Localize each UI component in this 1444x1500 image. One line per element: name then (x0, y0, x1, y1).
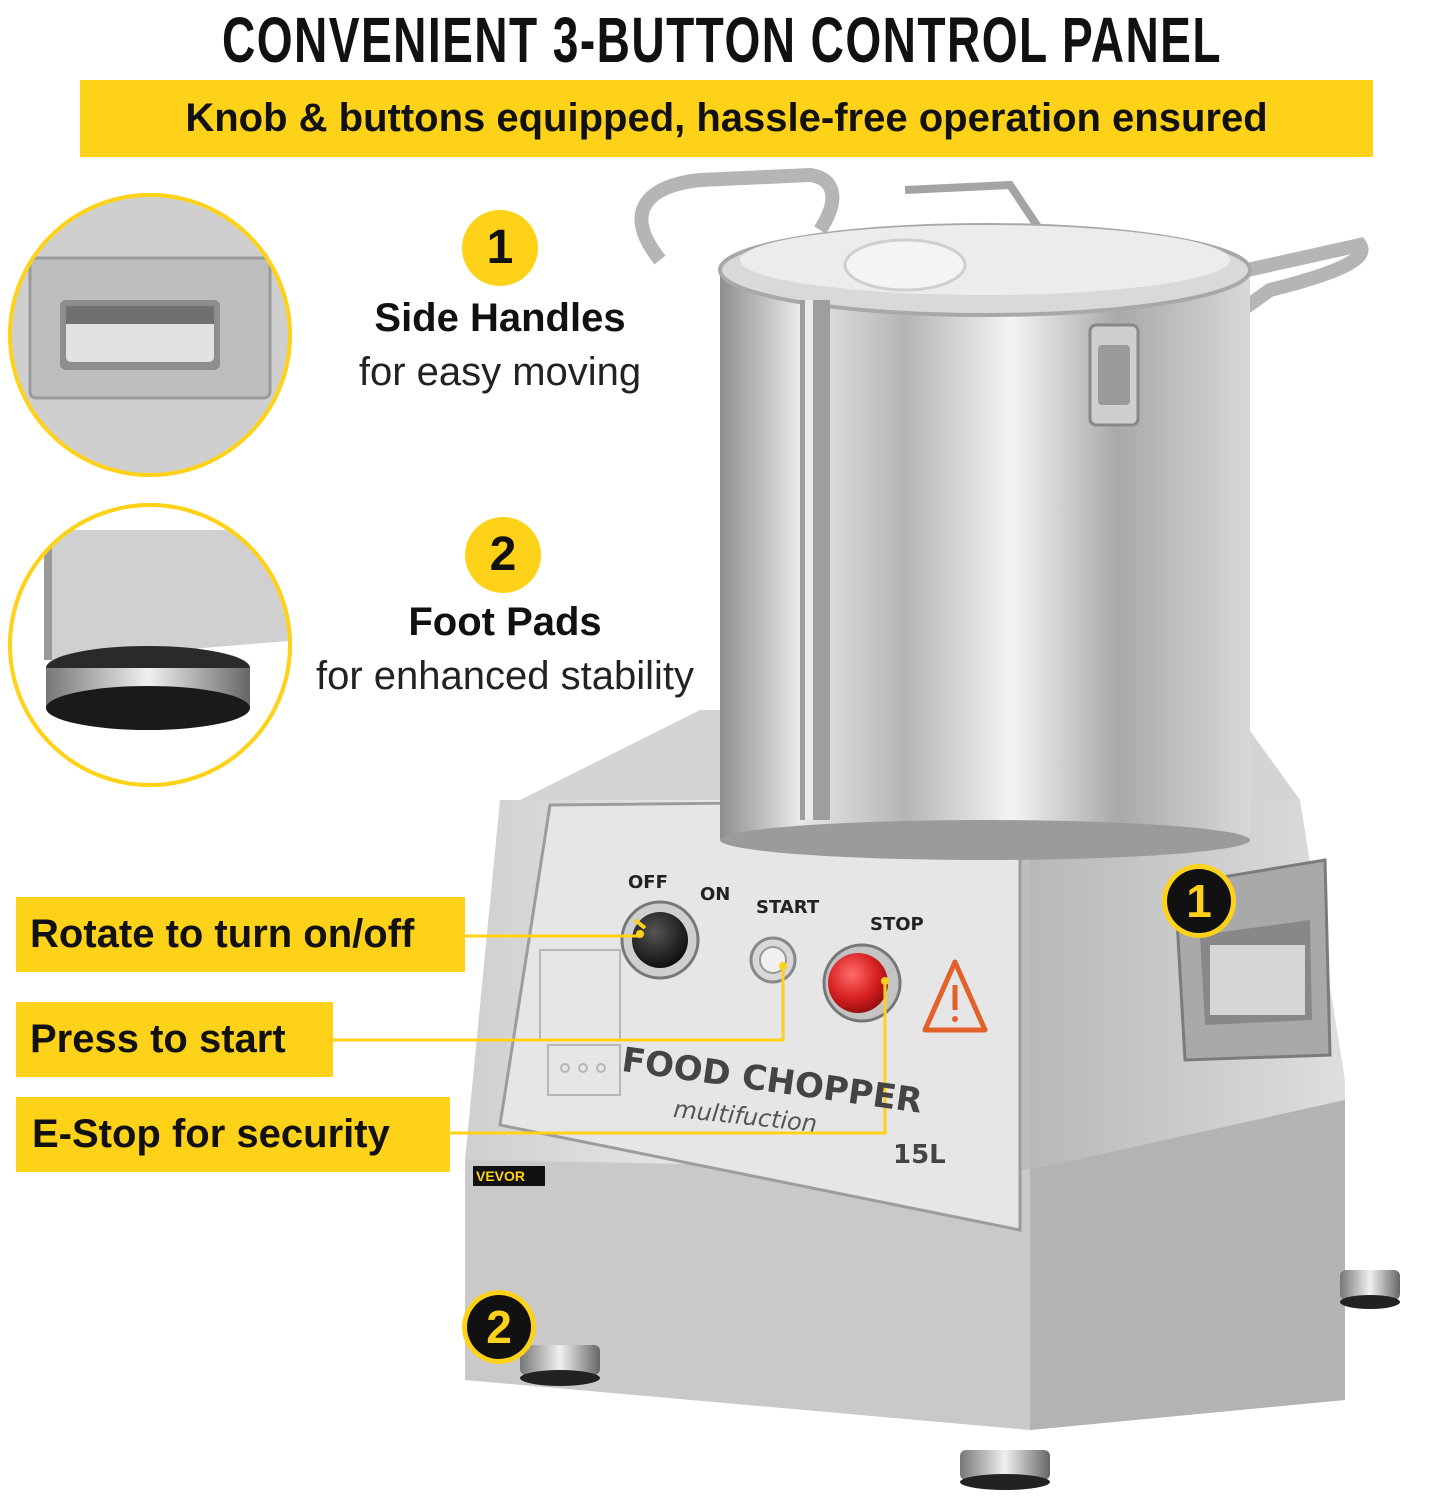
feature-number-1: 1 (462, 210, 538, 286)
panel-label-on: ON (700, 884, 731, 905)
power-knob (620, 900, 700, 980)
feature-number-2: 2 (465, 517, 541, 593)
brand-badge (473, 1166, 545, 1186)
subtitle-text: Knob & buttons equipped, hassle-free ope… (185, 96, 1268, 140)
stop-leader-line (450, 983, 887, 1135)
emergency-stop-button (822, 943, 902, 1023)
handle-detail-inset (8, 193, 292, 477)
foot-marker-number: 2 (467, 1295, 531, 1359)
panel-label-stop: STOP (870, 914, 924, 935)
foot-pads (520, 1270, 1400, 1490)
panel-label-start: START (756, 897, 820, 918)
callout-stop-text: E-Stop for security (32, 1112, 390, 1156)
callout-rotate-text: Rotate to turn on/off (30, 912, 415, 956)
foot-pad-detail-inset (8, 503, 292, 787)
callout-rotate-knob: Rotate to turn on/off (16, 897, 465, 972)
panel-label-off: OFF (628, 872, 668, 893)
subtitle-banner: Knob & buttons equipped, hassle-free ope… (80, 80, 1373, 157)
feature-title-foot-pads: Foot Pads (408, 600, 602, 644)
foot-marker: 2 (462, 1290, 536, 1364)
feature-subtitle-side-handles: for easy moving (358, 350, 642, 394)
handle-marker: 1 (1162, 864, 1236, 938)
start-button (749, 936, 797, 984)
start-leader-line (333, 968, 785, 1042)
capacity-label: 15L (893, 1140, 946, 1170)
warning-icon (922, 959, 988, 1033)
callout-start-text: Press to start (30, 1017, 286, 1061)
page-title: CONVENIENT 3-BUTTON CONTROL PANEL (222, 4, 1222, 76)
feature-title-side-handles: Side Handles (374, 296, 626, 340)
callout-press-start: Press to start (16, 1002, 333, 1077)
brand-logo-text: VEVOR (476, 1168, 526, 1184)
callout-e-stop: E-Stop for security (16, 1097, 450, 1172)
feature-subtitle-foot-pads: for enhanced stability (315, 654, 694, 698)
stainless-steel-bowl (718, 223, 1252, 860)
handle-marker-number: 1 (1167, 869, 1231, 933)
